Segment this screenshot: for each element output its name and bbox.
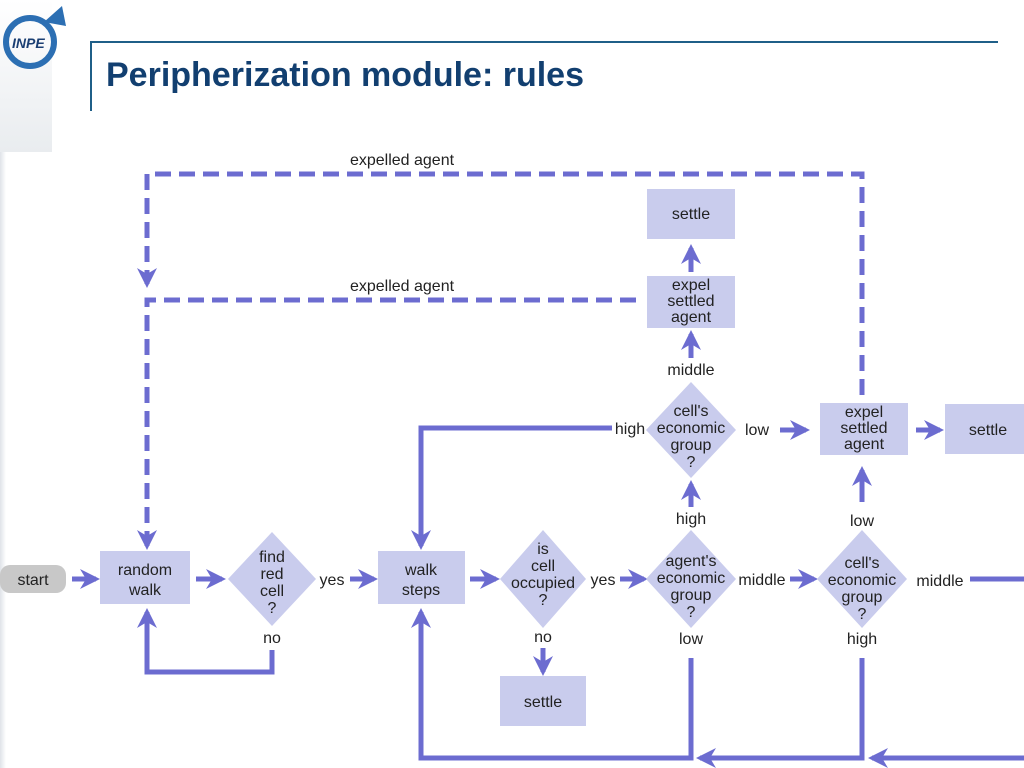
label-yes-2: yes (591, 572, 616, 589)
walk-steps-line-2: steps (402, 582, 440, 599)
random-walk-line-2: walk (128, 582, 162, 599)
is-cell-occupied-diamond (500, 530, 586, 628)
label-expelled-mid: expelled agent (350, 278, 455, 295)
expel-right-line-2: settled (840, 420, 887, 437)
find-red-cell-line-2: red (260, 566, 283, 583)
arrow-high-walk (411, 425, 612, 550)
is-cell-occupied-line-2: cell (531, 558, 555, 575)
settle-bottom-box (500, 676, 586, 726)
label-middle-3: middle (667, 362, 714, 379)
random-walk-box (100, 551, 190, 604)
agents-group-line-2: economic (657, 570, 725, 587)
find-red-cell-line-4: ? (268, 600, 277, 617)
agents-group-diamond (646, 530, 736, 628)
expel-top-box (647, 276, 735, 328)
expel-top-line-1: expel (672, 277, 710, 294)
page-title: Peripherization module: rules (106, 56, 584, 94)
label-high-3: high (615, 421, 645, 438)
cells-group-right-line-4: ? (858, 606, 867, 623)
cells-group-right-line-3: group (842, 589, 883, 606)
walk-steps-box (378, 551, 465, 604)
arrow-expelled-inner (137, 297, 636, 550)
agents-group-node: agent's economic group ? (646, 530, 736, 628)
arrow-expelled-outer (137, 171, 865, 395)
label-high-2: high (847, 631, 877, 648)
settle-top-box (647, 189, 735, 239)
is-cell-occupied-line-4: ? (539, 592, 548, 609)
is-cell-occupied-line-1: is (537, 541, 549, 558)
label-low-2: low (850, 513, 874, 530)
cells-group-top-line-1: cell's (673, 403, 708, 420)
walk-steps-line-1: walk (404, 562, 438, 579)
title-rule-horizontal (92, 41, 998, 43)
expel-right-line-1: expel (845, 404, 883, 421)
is-cell-occupied-line-3: occupied (511, 575, 575, 592)
find-red-cell-line-3: cell (260, 583, 284, 600)
arrow-no-loop (137, 608, 275, 675)
random-walk-node: random walk (100, 551, 190, 604)
walk-steps-node: walk steps (378, 551, 465, 604)
find-red-cell-node: find red cell ? (228, 532, 316, 626)
expel-top-line-3: agent (671, 309, 712, 326)
left-decor-strip (0, 152, 6, 768)
expel-right-node: expel settled agent (820, 403, 908, 455)
find-red-cell-line-1: find (259, 549, 285, 566)
label-expelled-top: expelled agent (350, 152, 455, 169)
dashed-connectors (137, 171, 865, 550)
start-node: start (0, 565, 66, 593)
settle-top-label: settle (672, 206, 710, 223)
settle-bottom-node: settle (500, 676, 586, 726)
logo-arrow (44, 6, 66, 26)
inpe-logo: INPE (3, 6, 66, 69)
label-low-3: low (745, 422, 769, 439)
is-cell-occupied-node: is cell occupied ? (500, 530, 586, 628)
cells-group-right-line-2: economic (828, 572, 896, 589)
expel-top-node: expel settled agent (647, 276, 735, 328)
agents-group-line-4: ? (687, 604, 696, 621)
settle-right-node: settle (945, 404, 1024, 454)
label-no-1: no (263, 630, 281, 647)
settle-bottom-label: settle (524, 694, 562, 711)
label-no-2: no (534, 629, 552, 646)
settle-right-label: settle (969, 422, 1007, 439)
cells-group-top-node: cell's economic group ? (646, 382, 736, 478)
cells-group-right-line-1: cell's (844, 555, 879, 572)
agents-group-line-1: agent's (665, 553, 716, 570)
arrow-high-return (696, 658, 865, 768)
expel-right-box (820, 403, 908, 455)
agents-group-line-3: group (671, 587, 712, 604)
cells-group-top-line-2: economic (657, 420, 725, 437)
cells-group-top-line-3: group (671, 437, 712, 454)
start-shape (0, 565, 66, 593)
find-red-cell-diamond (228, 532, 316, 626)
cells-group-right-node: cell's economic group ? (817, 530, 907, 628)
cells-group-right-diamond (817, 530, 907, 628)
title-rule-vertical (90, 41, 92, 111)
settle-top-node: settle (647, 189, 735, 239)
logo-text: INPE (12, 35, 45, 51)
connectors (72, 244, 1024, 768)
edge-labels: expelled agent expelled agent yes no yes… (263, 152, 964, 648)
label-yes-1: yes (320, 572, 345, 589)
logo-ring (3, 15, 57, 69)
random-walk-line-1: random (118, 562, 172, 579)
expel-top-line-2: settled (667, 293, 714, 310)
cells-group-top-diamond (646, 382, 736, 478)
start-label: start (17, 572, 49, 589)
label-middle-2: middle (916, 573, 963, 590)
label-low-1: low (679, 631, 703, 648)
expel-right-line-3: agent (844, 436, 885, 453)
settle-right-box (945, 404, 1024, 454)
label-middle-1: middle (738, 572, 785, 589)
cells-group-top-line-4: ? (687, 454, 696, 471)
arrow-low-return (411, 608, 694, 761)
label-high-1: high (676, 511, 706, 528)
